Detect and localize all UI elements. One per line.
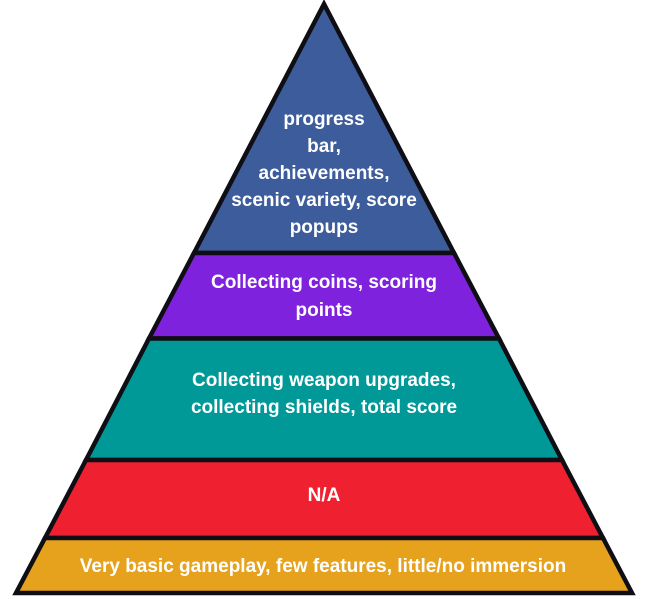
pyramid-layer-3-shape: [82, 336, 566, 463]
pyramid-layer-4-shape: [41, 457, 607, 541]
pyramid-layer-1-shape: [190, 0, 458, 256]
pyramid-layer-5-shape: [12, 535, 636, 596]
pyramid-layer-2-shape: [145, 250, 503, 341]
